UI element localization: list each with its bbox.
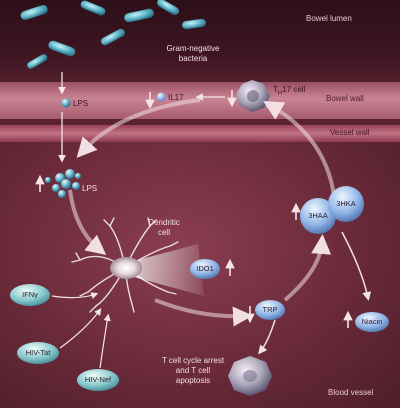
- th17-label: TH17 cell: [273, 85, 306, 97]
- t-cell-arrest-label: T cell cycle arrest and T cell apoptosis: [161, 356, 225, 385]
- hka3-sphere: [328, 186, 364, 222]
- apoptotic-t-cell: [228, 356, 272, 396]
- niacin-oval: [355, 312, 389, 332]
- il17-label: IL17: [168, 93, 184, 102]
- dendritic-cell-label: Dendritic cell: [148, 218, 180, 237]
- bowel-lumen-region: [0, 0, 400, 82]
- vessel-wall-label: Vessel wall: [330, 128, 370, 137]
- expression-beam: [130, 244, 204, 296]
- ifn-gamma-oval: [10, 284, 50, 306]
- blood-vessel-label: Blood vessel: [328, 388, 374, 397]
- lps-cluster-label: LPS: [82, 184, 98, 193]
- il17-molecule: [156, 92, 166, 102]
- th17-cell: [236, 80, 270, 112]
- wall-gap: [0, 119, 400, 125]
- hiv-tat-oval: [17, 342, 59, 364]
- trp-label: TRP: [262, 305, 278, 314]
- hiv-tat-label: HIV-Tat: [25, 348, 51, 357]
- hiv-nef-label: HIV-Nef: [84, 375, 112, 384]
- niacin-label: Niacin: [361, 317, 383, 326]
- hiv-nef-oval: [77, 369, 119, 391]
- lps-cluster: [45, 169, 81, 198]
- ifn-gamma-label: IFNγ: [22, 290, 38, 299]
- haa3-label: 3HAA: [308, 211, 328, 220]
- gram-negative-label: Gram-negative bacteria: [166, 44, 220, 63]
- gram-negative-bacteria: [20, 0, 206, 69]
- haa3-sphere: [300, 198, 336, 234]
- lps-wall-label: LPS: [73, 99, 89, 108]
- trp-oval: [255, 300, 285, 320]
- dendritic-cell-body: [110, 257, 142, 279]
- ido1-oval: [190, 259, 220, 279]
- ido1-label: IDO1: [196, 264, 214, 273]
- bowel-wall-label: Bowel wall: [326, 94, 364, 103]
- lps-molecule: [61, 98, 71, 108]
- bowel-lumen-label: Bowel lumen: [306, 14, 352, 23]
- hka3-label: 3HKA: [336, 199, 356, 208]
